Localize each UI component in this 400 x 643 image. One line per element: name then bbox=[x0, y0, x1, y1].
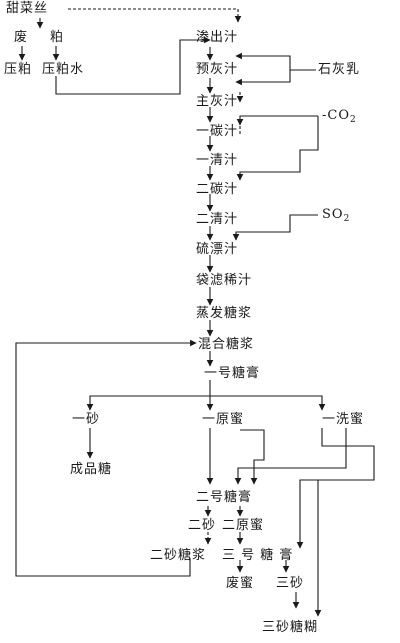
node-sand-3-paste: 三砂糖糊 bbox=[262, 620, 319, 635]
connector-syrup2-to-mixed bbox=[15, 339, 197, 577]
node-beet-shreds: 甜菜丝 bbox=[6, 1, 49, 16]
node-finished-sugar: 成品糖 bbox=[70, 462, 113, 477]
connector-limemilk-to-prelimed bbox=[235, 52, 316, 71]
node-sand-1: 一砂 bbox=[72, 412, 101, 427]
connector-return-long bbox=[296, 428, 375, 549]
node-massecuite-2: 二号糖膏 bbox=[196, 490, 253, 505]
connector-co2-to-carb1 bbox=[236, 115, 318, 126]
node-bag-filtered-juice: 袋滤稀汁 bbox=[196, 273, 253, 288]
node-waste: 废 bbox=[14, 30, 29, 45]
node-green-molasses-2: 二原蜜 bbox=[222, 518, 265, 533]
node-sand-2-syrup: 二砂糖浆 bbox=[150, 548, 207, 563]
node-second-clear-juice: 二清汁 bbox=[196, 212, 239, 227]
node-sand-3: 三砂 bbox=[276, 576, 305, 591]
node-press-water: 压粕水 bbox=[42, 62, 85, 77]
connector-presswater-to-diffusion bbox=[55, 36, 211, 95]
node-sand-2: 二砂 bbox=[188, 518, 217, 533]
node-co2-label: -CO2 bbox=[322, 108, 357, 125]
node-so2-label: SO2 bbox=[322, 207, 351, 224]
node-prelimed-juice: 预灰汁 bbox=[196, 62, 239, 77]
connector-green1-to-m3 bbox=[240, 429, 265, 485]
node-second-carb-juice: 二碳汁 bbox=[196, 182, 239, 197]
node-sulfited-juice: 硫漂汁 bbox=[196, 242, 239, 257]
connector-m1-split-left bbox=[86, 380, 211, 411]
connector-co2-to-carb2-b bbox=[236, 116, 319, 181]
connector-beet-to-diffusion bbox=[68, 8, 242, 23]
node-first-clear-juice: 一清汁 bbox=[196, 153, 239, 168]
node-green-molasses-1: 一原蜜 bbox=[202, 412, 245, 427]
node-pulp: 粕 bbox=[50, 30, 65, 45]
connector-wash-to-massecuite2 bbox=[234, 428, 347, 485]
node-evaporated-syrup: 蒸发糖浆 bbox=[196, 306, 253, 321]
connector-so2-to-sulfited bbox=[232, 214, 318, 241]
node-wash-molasses: 一洗蜜 bbox=[322, 412, 365, 427]
node-diffusion-juice: 渗出汁 bbox=[196, 30, 239, 45]
connector-limemilk-to-mainlimed bbox=[235, 70, 291, 86]
node-lime-milk: 石灰乳 bbox=[318, 62, 361, 77]
node-waste-molasses: 废蜜 bbox=[226, 576, 255, 591]
node-pressed-pulp: 压粕 bbox=[4, 62, 33, 77]
node-massecuite-3: 三 号 糖 膏 bbox=[222, 548, 294, 563]
node-first-carb-juice: 一碳汁 bbox=[196, 124, 239, 139]
node-main-limed-juice: 主灰汁 bbox=[196, 94, 239, 109]
node-massecuite-1: 一号糖膏 bbox=[204, 366, 261, 381]
connector-m1-split-right bbox=[210, 395, 326, 411]
node-mixed-syrup: 混合糖浆 bbox=[198, 337, 255, 352]
